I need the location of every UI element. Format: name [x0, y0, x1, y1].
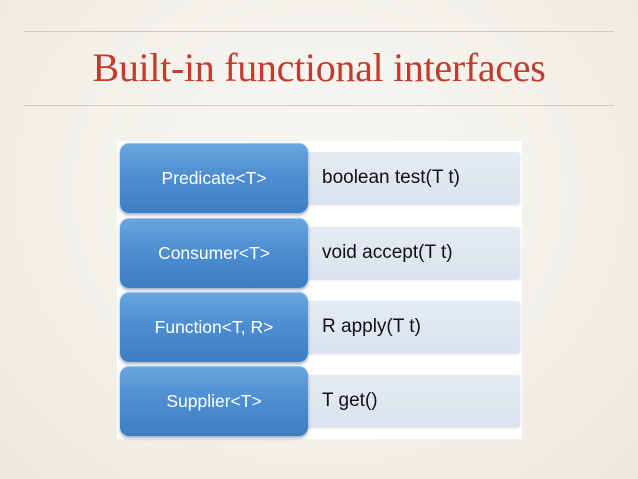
- interface-label: Function<T, R>: [120, 292, 308, 362]
- interface-row-predicate: • boolean test(T t) Predicate<T>: [117, 143, 522, 213]
- interface-row-function: • R apply(T t) Function<T, R>: [117, 292, 522, 362]
- method-signature: boolean test(T t): [322, 167, 461, 188]
- method-box: • boolean test(T t): [287, 152, 520, 204]
- top-divider: [24, 31, 614, 32]
- interface-diagram: • boolean test(T t) Predicate<T> • void …: [117, 141, 522, 439]
- interface-label: Predicate<T>: [120, 143, 308, 213]
- method-signature: R apply(T t): [322, 316, 421, 337]
- slide-title: Built-in functional interfaces: [92, 45, 546, 90]
- method-box: • R apply(T t): [287, 301, 520, 353]
- method-signature: void accept(T t): [322, 242, 453, 263]
- interface-row-supplier: • T get() Supplier<T>: [117, 366, 522, 436]
- bottom-divider: [24, 105, 614, 106]
- method-box: • T get(): [287, 375, 520, 427]
- interface-label: Consumer<T>: [120, 218, 308, 288]
- method-signature: T get(): [322, 390, 378, 411]
- method-box: • void accept(T t): [287, 227, 520, 279]
- interface-label: Supplier<T>: [120, 366, 308, 436]
- interface-row-consumer: • void accept(T t) Consumer<T>: [117, 218, 522, 288]
